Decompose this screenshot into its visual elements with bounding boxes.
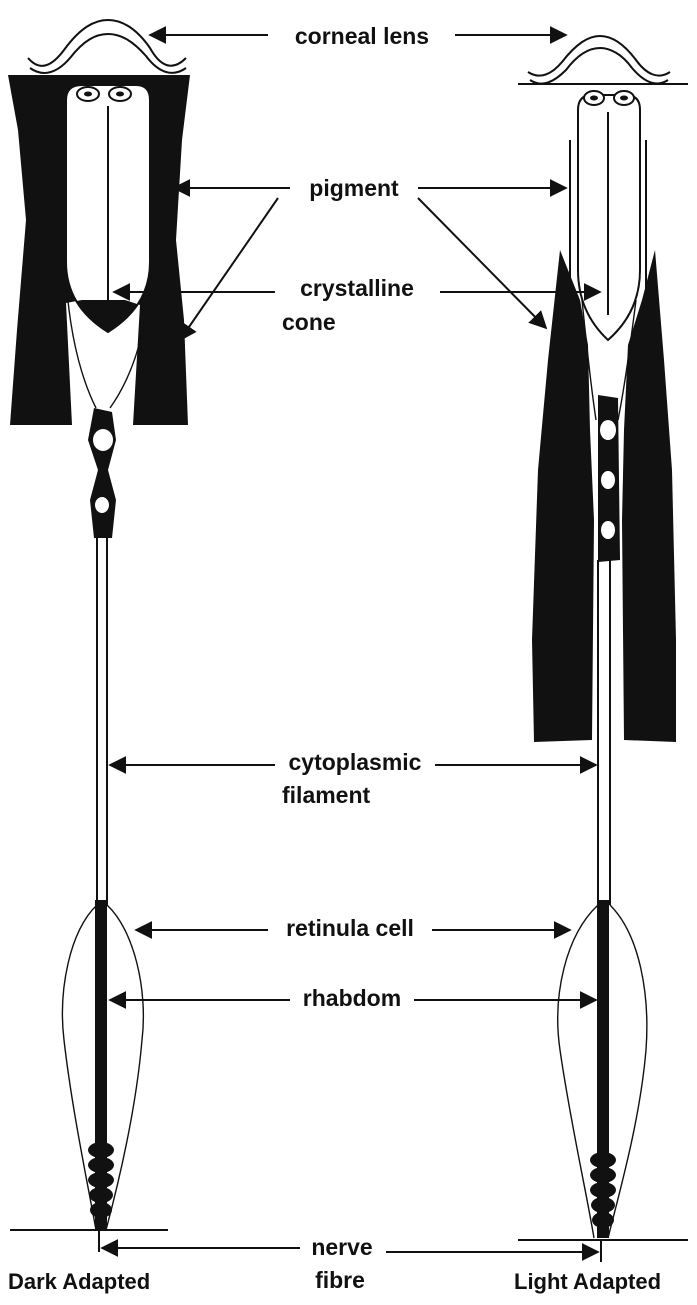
label-fibre: fibre [315,1267,365,1293]
caption-dark-adapted: Dark Adapted [8,1269,150,1294]
labels: corneal lens pigment crystalline cone cy… [282,23,429,1293]
dark-corneal-lens [28,20,186,66]
label-crystalline: crystalline [300,275,414,301]
label-corneal-lens: corneal lens [295,23,429,49]
light-adapted-ommatidium [518,36,688,1262]
dark-adapted-ommatidium [8,20,190,1252]
label-cytoplasmic: cytoplasmic [289,749,422,775]
light-pigment-right [622,250,676,742]
label-retinula-cell: retinula cell [286,915,414,941]
caption-light-adapted: Light Adapted [514,1269,661,1294]
label-pigment: pigment [309,175,399,201]
label-rhabdom: rhabdom [303,985,401,1011]
pigment-arrow-left-diagonal [180,198,278,340]
label-nerve: nerve [311,1234,372,1260]
pigment-arrow-right-diagonal [418,198,546,328]
label-cone: cone [282,309,336,335]
label-filament: filament [282,782,371,808]
dark-pigment [8,75,190,425]
light-corneal-lens [528,36,670,76]
